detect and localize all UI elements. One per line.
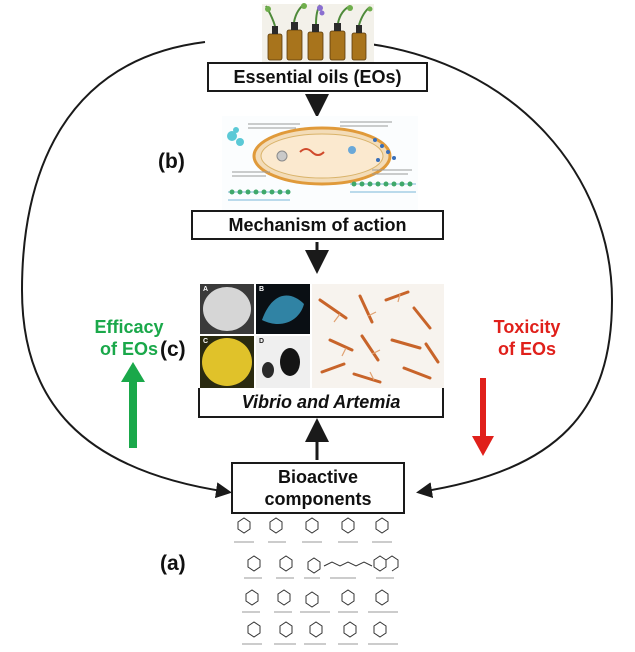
micrograph-label-a: A (203, 286, 209, 293)
vibrio-micrographs (200, 284, 310, 388)
cell-mechanism-illustration (222, 116, 418, 210)
toxicity-arrow (472, 378, 494, 456)
bioactive-label-line1: Bioactive (277, 467, 359, 487)
chemical-structures-image (237, 517, 399, 638)
chemical-structure-captions (234, 541, 398, 645)
essential-oils-box: Essential oils (EOs) (207, 62, 428, 92)
mechanism-box: Mechanism of action (191, 210, 444, 240)
essential-oil-bottles-image (262, 3, 374, 62)
bioactive-label-line2: components (264, 489, 372, 509)
bioactive-components-box: Bioactive components (231, 462, 405, 514)
efficacy-arrow (121, 362, 145, 448)
artemia-image (312, 284, 444, 388)
mechanism-label: Mechanism of action (228, 214, 407, 235)
panel-label-a: (a) (160, 552, 186, 575)
toxicity-label: Toxicity of EOs (472, 316, 582, 360)
efficacy-label-line1: Efficacy (94, 317, 164, 337)
panel-label-c: (c) (160, 338, 186, 361)
micrograph-label-c: C (203, 338, 209, 345)
toxicity-label-line1: Toxicity (493, 317, 561, 337)
vibrio-artemia-box: Vibrio and Artemia (198, 388, 444, 418)
panel-label-b: (b) (158, 150, 185, 173)
toxicity-label-line2: of EOs (497, 339, 556, 359)
cycle-arc-right (354, 41, 614, 499)
micrograph-label-b: B (259, 286, 265, 293)
micrograph-label-d: D (259, 338, 265, 345)
efficacy-label: Efficacy of EOs (74, 316, 184, 360)
cycle-arc-left (20, 41, 232, 499)
vibrio-artemia-label: Vibrio and Artemia (241, 391, 401, 412)
essential-oils-label: Essential oils (EOs) (233, 66, 402, 87)
efficacy-label-line2: of EOs (99, 339, 158, 359)
